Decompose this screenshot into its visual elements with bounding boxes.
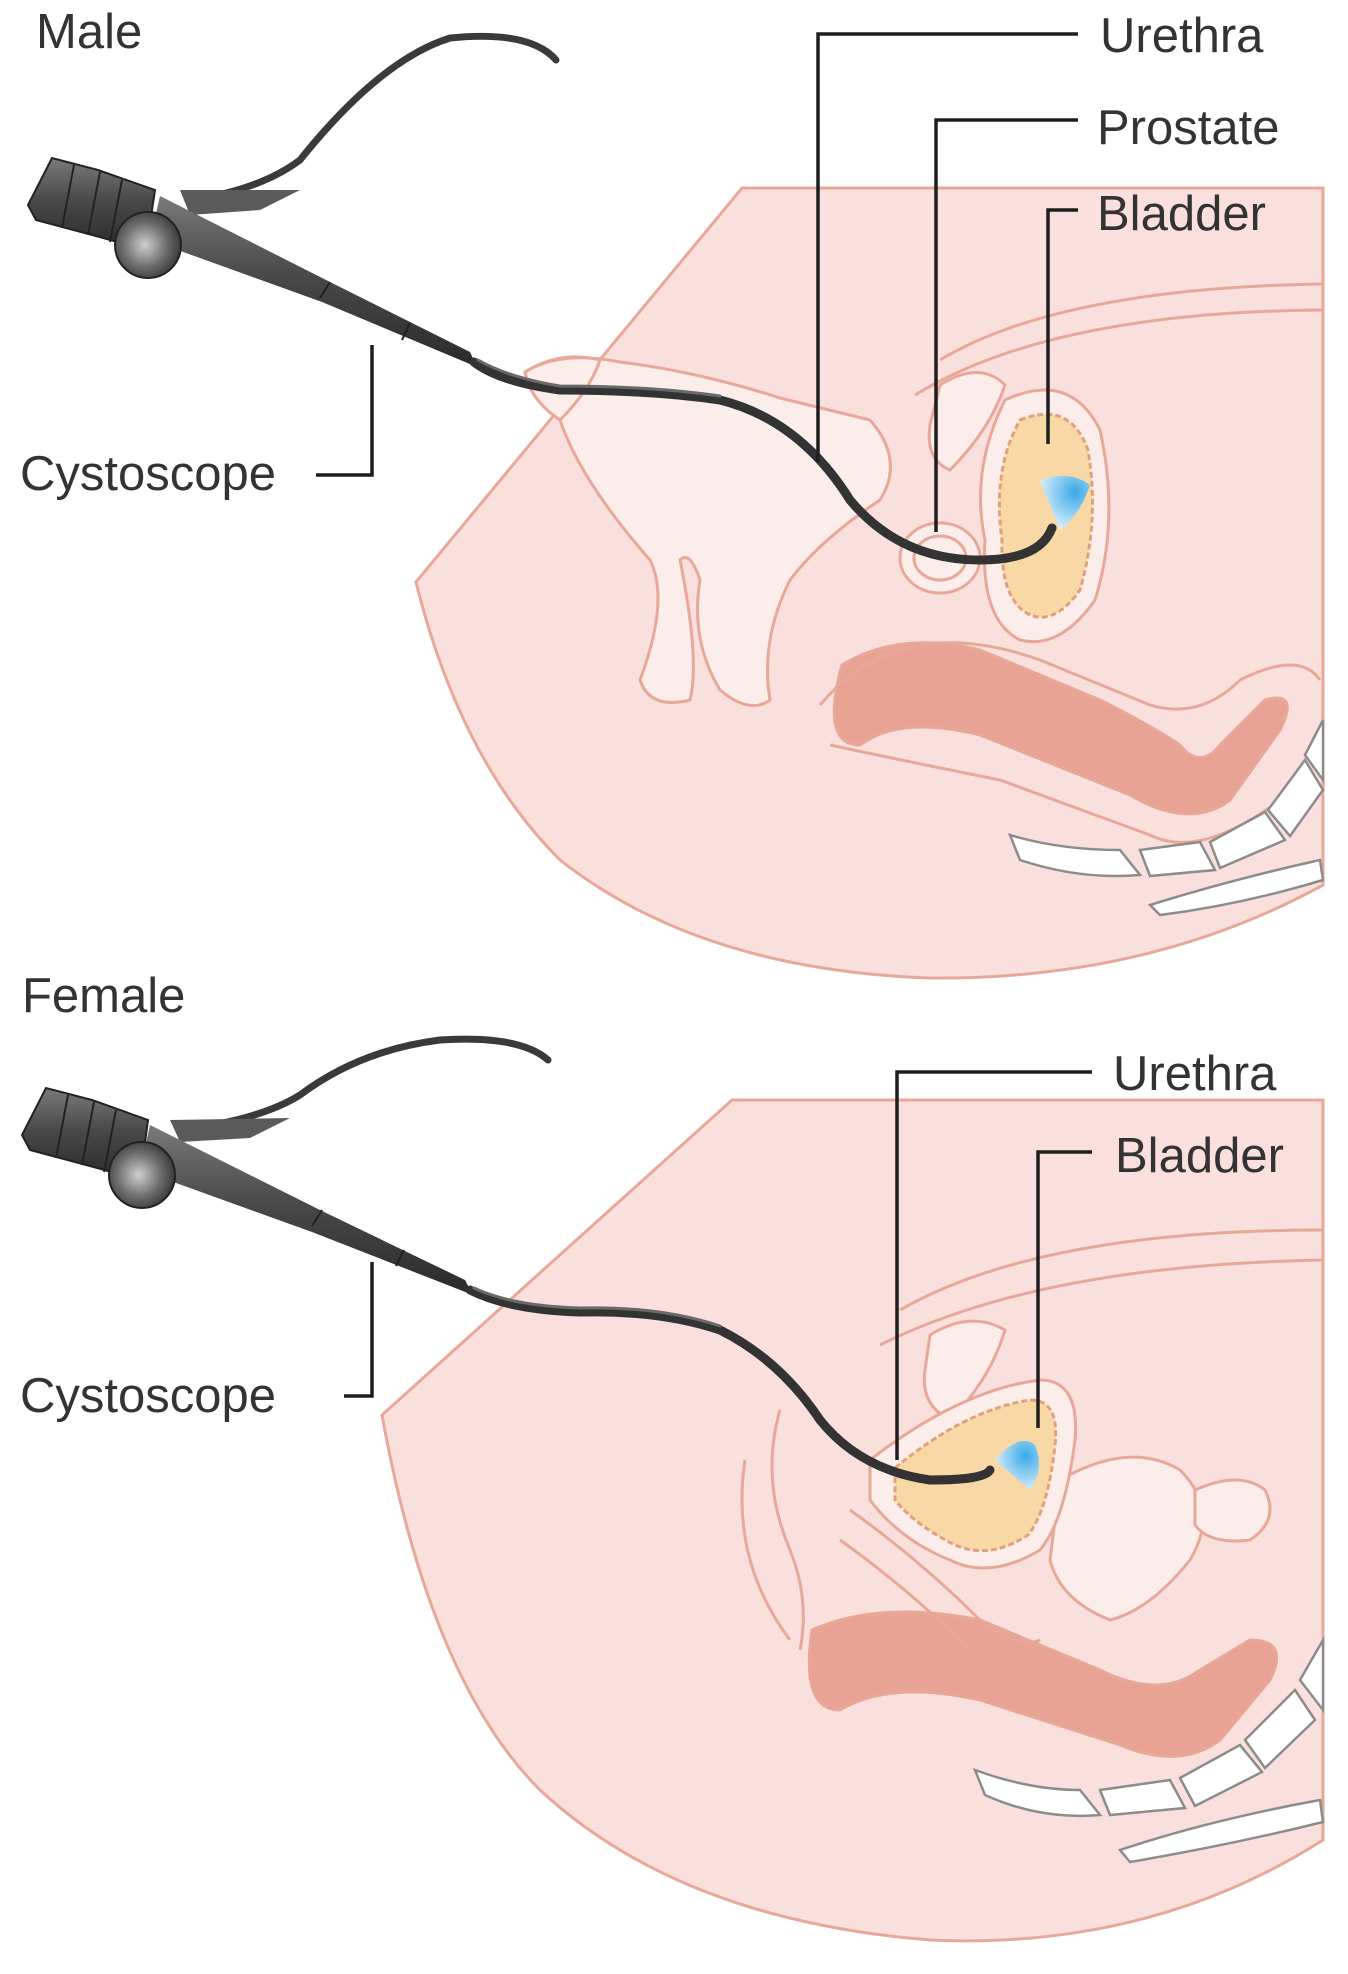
female-body-section: [380, 1098, 1325, 1943]
female-pubic-bone: [922, 1319, 1007, 1422]
male-cystoscope-label: Cystoscope: [20, 447, 276, 501]
female-panel: Female: [20, 969, 1325, 1943]
female-bladder-label: Bladder: [1115, 1129, 1284, 1183]
female-cable-connector: [170, 1118, 290, 1142]
female-focus-knob: [108, 1141, 176, 1209]
female-abdomen-line: [879, 1228, 1324, 1347]
male-scope-light: [1040, 476, 1090, 530]
female-scope-tube: [465, 1285, 995, 1485]
female-bladder-leader: [1036, 1150, 1092, 1428]
male-scope-tube: [469, 357, 1057, 565]
female-spine: [972, 1635, 1325, 1864]
male-cable-connector: [180, 190, 300, 215]
female-scope-light: [995, 1440, 1039, 1490]
male-spine: [1007, 719, 1325, 917]
female-rectum: [807, 1610, 1279, 1758]
male-eyepiece-grips: [61, 164, 123, 243]
female-cystoscope-label: Cystoscope: [20, 1369, 276, 1423]
male-bladder-leader: [1046, 208, 1078, 444]
male-bladder: [997, 412, 1094, 619]
male-panel: Male: [20, 5, 1325, 980]
female-urethra-label: Urethra: [1113, 1047, 1277, 1101]
female-cystoscope: [20, 1035, 995, 1485]
panel-title-male: Male: [36, 5, 142, 59]
male-light-cable: [186, 32, 560, 204]
male-bladder-label: Bladder: [1097, 187, 1266, 241]
female-eyepiece-grips: [55, 1094, 117, 1173]
female-light-cable: [176, 1035, 552, 1134]
male-scope-tube-highlight: [476, 358, 722, 398]
male-focus-knob: [114, 211, 182, 279]
male-urethra-leader: [816, 32, 1078, 462]
male-scope-shaft: [150, 196, 477, 367]
male-rectum: [832, 641, 1289, 816]
male-cystoscope: [26, 32, 1057, 565]
female-scope-rings: [311, 1209, 405, 1267]
male-scope-rings: [319, 281, 411, 341]
female-cystoscope-leader: [344, 1262, 374, 1398]
female-urethra-leader: [895, 1070, 1092, 1460]
male-prostate-label: Prostate: [1097, 101, 1279, 155]
female-scope-tube-highlight: [472, 1286, 722, 1328]
male-prostate-leader: [934, 118, 1078, 532]
male-abdomen-line: [914, 282, 1324, 397]
male-pubic-bone: [927, 371, 1007, 472]
female-scope-shaft: [140, 1125, 473, 1295]
male-glans: [524, 355, 602, 422]
female-vagina: [839, 1508, 1041, 1652]
female-uterus: [1048, 1455, 1205, 1622]
female-vulva-outline: [740, 1409, 805, 1651]
panel-title-female: Female: [22, 969, 185, 1023]
male-urethra-label: Urethra: [1100, 9, 1264, 63]
female-ovary-tube: [1193, 1478, 1272, 1543]
male-body-section: [414, 186, 1325, 980]
male-cystoscope-leader: [316, 345, 374, 477]
